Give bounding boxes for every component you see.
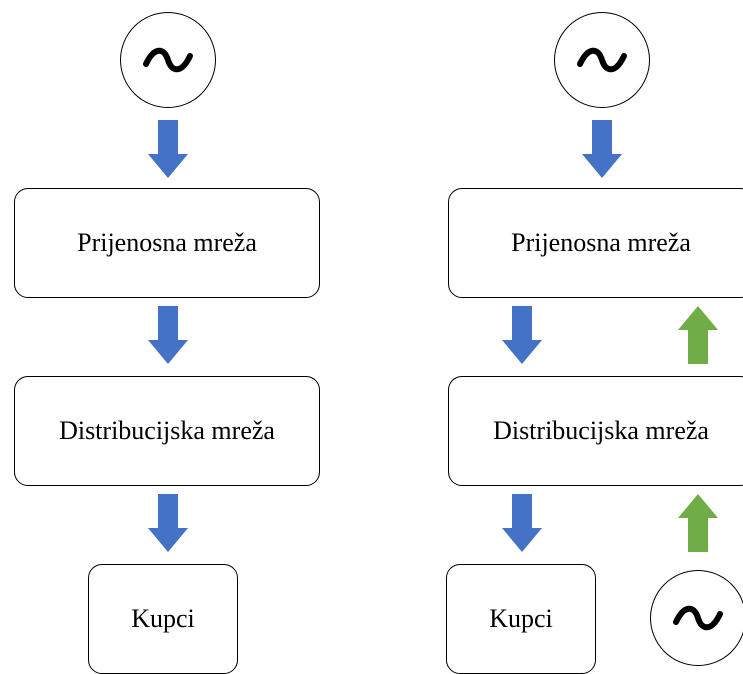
- sine-wave-icon: [577, 47, 627, 73]
- sine-wave-icon: [673, 605, 723, 631]
- right-customers-label: Kupci: [489, 604, 553, 633]
- right-transmission-network-box: Prijenosna mreža: [448, 188, 743, 298]
- right-customers-box: Kupci: [446, 564, 596, 674]
- left-transmission-network-box: Prijenosna mreža: [14, 188, 320, 298]
- left-distribution-network-label: Distribucijska mreža: [59, 416, 275, 445]
- left-transmission-network-label: Prijenosna mreža: [77, 228, 257, 257]
- right-distribution-network-box: Distribucijska mreža: [448, 376, 743, 486]
- arrow-up-icon: [678, 306, 718, 364]
- sine-wave-icon: [143, 47, 193, 73]
- left-customers-label: Kupci: [131, 604, 195, 633]
- left-distribution-network-box: Distribucijska mreža: [14, 376, 320, 486]
- arrow-down-icon: [148, 120, 188, 178]
- right-generator-source: [554, 12, 650, 108]
- left-generator-source: [120, 12, 216, 108]
- arrow-up-icon: [678, 494, 718, 552]
- right-distributed-generator-source: [650, 570, 743, 666]
- arrow-down-icon: [502, 306, 542, 364]
- arrow-down-icon: [502, 494, 542, 552]
- left-customers-box: Kupci: [88, 564, 238, 674]
- right-transmission-network-label: Prijenosna mreža: [511, 228, 691, 257]
- arrow-down-icon: [582, 120, 622, 178]
- right-distribution-network-label: Distribucijska mreža: [493, 416, 709, 445]
- arrow-down-icon: [148, 306, 188, 364]
- arrow-down-icon: [148, 494, 188, 552]
